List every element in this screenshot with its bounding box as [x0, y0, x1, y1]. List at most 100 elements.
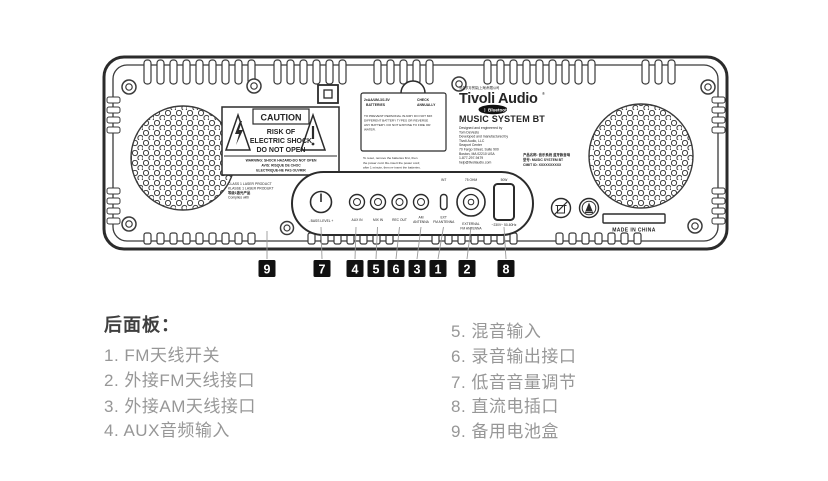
callout-3: 3 — [414, 263, 421, 277]
svg-text:等级1激光产品: 等级1激光产品 — [227, 190, 251, 195]
connector-panel: - BASS LEVEL + AUX IN MIX IN REC OUT AM … — [291, 171, 534, 236]
bass-label: - BASS LEVEL + — [309, 219, 334, 223]
right-speaker-grille — [588, 103, 694, 209]
svg-text:ANY BATTERY. DO NOT EXPOSE TO: ANY BATTERY. DO NOT EXPOSE TO FIRE OR — [364, 123, 431, 127]
callout-7: 7 — [319, 263, 326, 277]
left-speaker-grille — [130, 105, 236, 211]
rec-label: REC OUT — [392, 218, 407, 222]
bluetooth-label: Bluetooth — [488, 107, 510, 112]
svg-text:Developed and manufactured by: Developed and manufactured by — [459, 135, 508, 139]
legend-item-3: 3. 外接AM天线接口 — [104, 397, 256, 416]
callout-leader-lines — [266, 226, 507, 260]
svg-text:ANNUALLY: ANNUALLY — [417, 103, 436, 107]
svg-text:CHECK: CHECK — [417, 98, 430, 102]
callout-badges: 9 7 4 5 6 3 1 2 8 — [258, 260, 515, 277]
lightning-bolt-icon — [235, 121, 243, 145]
callout-8: 8 — [503, 263, 510, 277]
vent-slats-sides — [106, 96, 726, 225]
device-diagram: CAUTION RISK OF ELECTRIC SHOCK DO NOT OP… — [102, 55, 729, 277]
watt-label: 50W — [501, 178, 509, 182]
legend-title: 后面板： — [104, 315, 180, 335]
caution-line: RISK OF — [267, 129, 296, 136]
warning-line: WARNING: SHOCK HAZARD-DO NOT OPEN — [246, 159, 317, 163]
chassis-outline — [102, 55, 729, 251]
exclamation-dot-icon — [311, 142, 315, 146]
laser-class-text: CLASS 1 LASER PRODUCT KLASSE 1 LASER PRO… — [227, 182, 274, 200]
battery-reset-note: To reset, remove the batteries first, th… — [363, 156, 421, 170]
model-name: MUSIC SYSTEM BT — [459, 114, 545, 124]
vent-slats-bottom — [143, 232, 642, 245]
external-label2: FM ANTENNA — [460, 227, 482, 231]
mix-label: MIX IN — [373, 218, 384, 222]
ohm-label: 75 OHM — [465, 178, 478, 182]
svg-text:CLASS 1 LASER PRODUCT: CLASS 1 LASER PRODUCT — [228, 182, 272, 186]
legend-item-5: 5. 混音输入 — [451, 322, 542, 341]
battery-compartment-tab — [400, 80, 426, 94]
bluetooth-rune-icon: ᛒ — [484, 107, 487, 112]
callout-9: 9 — [264, 263, 271, 277]
svg-text:Designed and engineered by: Designed and engineered by — [459, 126, 503, 130]
weee-icon — [550, 197, 572, 219]
caution-label: CAUTION RISK OF ELECTRIC SHOCK DO NOT OP… — [221, 106, 340, 176]
recycle-mark-icon — [578, 197, 600, 219]
callout-5: 5 — [373, 263, 380, 277]
registered-mark: ® — [542, 91, 545, 96]
svg-text:WATER.: WATER. — [364, 128, 376, 132]
legend-item-2: 2. 外接FM天线接口 — [104, 371, 255, 390]
company-name-cn: 流金岁月贸易(上海)有限公司 — [459, 85, 499, 90]
am-label2: ANTENNA — [413, 220, 430, 224]
legend-item-4: 4. AUX音频输入 — [104, 421, 230, 440]
svg-text:BATTERIES: BATTERIES — [366, 103, 386, 107]
product-info-line: 型号: MUSIC SYSTEM BT — [523, 157, 564, 162]
brand-logo: Tivoli Audio — [459, 91, 538, 107]
svg-text:2xAA/UM-3/1.5V: 2xAA/UM-3/1.5V — [364, 98, 391, 102]
screws — [121, 76, 716, 236]
callout-2: 2 — [464, 263, 471, 277]
caution-line: DO NOT OPEN — [256, 147, 305, 154]
callout-6: 6 — [393, 263, 400, 277]
brand-block: 流金岁月贸易(上海)有限公司 Tivoli Audio ® ᛒ Bluetoot… — [459, 85, 571, 167]
fm-antenna-switch — [439, 193, 448, 211]
ext-label2: FM ANTENNA — [433, 220, 455, 224]
rca-jacks — [348, 193, 430, 211]
battery-label: 2xAA/UM-3/1.5V CHECK BATTERIES ANNUALLY … — [360, 92, 447, 152]
exclamation-triangle-icon — [299, 112, 327, 151]
product-info-line: CMIIT ID: XXXXXXXXXX — [523, 163, 562, 167]
product-info-line: 产品名称: 音乐系统 蓝牙款音响 — [523, 152, 571, 157]
aux-label: AUX IN — [352, 218, 364, 222]
svg-text:70 Fargo Street, Suite 900: 70 Fargo Street, Suite 900 — [459, 148, 499, 152]
legend-item-1: 1. FM天线开关 — [104, 346, 220, 365]
external-label: EXTERNAL — [462, 222, 480, 226]
power-inlet — [493, 183, 515, 221]
svg-text:1-877-297-9479: 1-877-297-9479 — [459, 156, 483, 160]
svg-text:KLASSE 1 LASER PRODUKT: KLASSE 1 LASER PRODUKT — [228, 187, 274, 191]
digital-out-port — [317, 84, 339, 104]
svg-text:DIFFERENT BATTERY TYPES OR REV: DIFFERENT BATTERY TYPES OR REVERSE — [364, 119, 428, 123]
legend-item-9: 9. 备用电池盒 — [451, 422, 559, 441]
svg-text:Tivoli Audio, LLC: Tivoli Audio, LLC — [459, 139, 485, 143]
warning-line: AVIS: RISQUE DE CHOC — [261, 164, 301, 168]
made-in-label: MADE IN CHINA — [612, 228, 656, 234]
am-label: AM — [419, 216, 424, 220]
svg-text:the power cord. Re-insert the: the power cord. Re-insert the power cord… — [363, 161, 420, 165]
callout-1: 1 — [435, 263, 442, 277]
legend-item-8: 8. 直流电插口 — [451, 397, 559, 416]
svg-text:after 1 minute, then re-insert: after 1 minute, then re-insert the batte… — [363, 166, 421, 170]
svg-text:To reset, remove the batteries: To reset, remove the batteries first, th… — [363, 156, 418, 160]
lightning-triangle-icon — [224, 112, 252, 151]
svg-text:Boston, MA 02210 USA: Boston, MA 02210 USA — [459, 152, 495, 156]
svg-text:help@tivoliaudio.com: help@tivoliaudio.com — [459, 160, 491, 164]
int-label: INT — [441, 178, 446, 182]
warning-line: ELECTRIQUE-NE PAS OUVRIR — [256, 169, 306, 173]
svg-text:Tom DeVesto: Tom DeVesto — [459, 130, 479, 134]
bluetooth-badge — [478, 104, 508, 115]
svg-text:Complies with: Complies with — [228, 196, 249, 200]
external-fm-antenna-connector — [456, 187, 486, 217]
rear-slot — [602, 213, 666, 224]
svg-text:TO PREVENT PERSONAL INJURY DO: TO PREVENT PERSONAL INJURY DO NOT MIX — [364, 114, 432, 118]
voltage-label: ~230V~ 50-60Hz — [492, 223, 517, 227]
vent-slats-top — [143, 59, 676, 85]
svg-text:Seaport Center: Seaport Center — [459, 143, 483, 147]
caution-title: CAUTION — [261, 113, 302, 123]
